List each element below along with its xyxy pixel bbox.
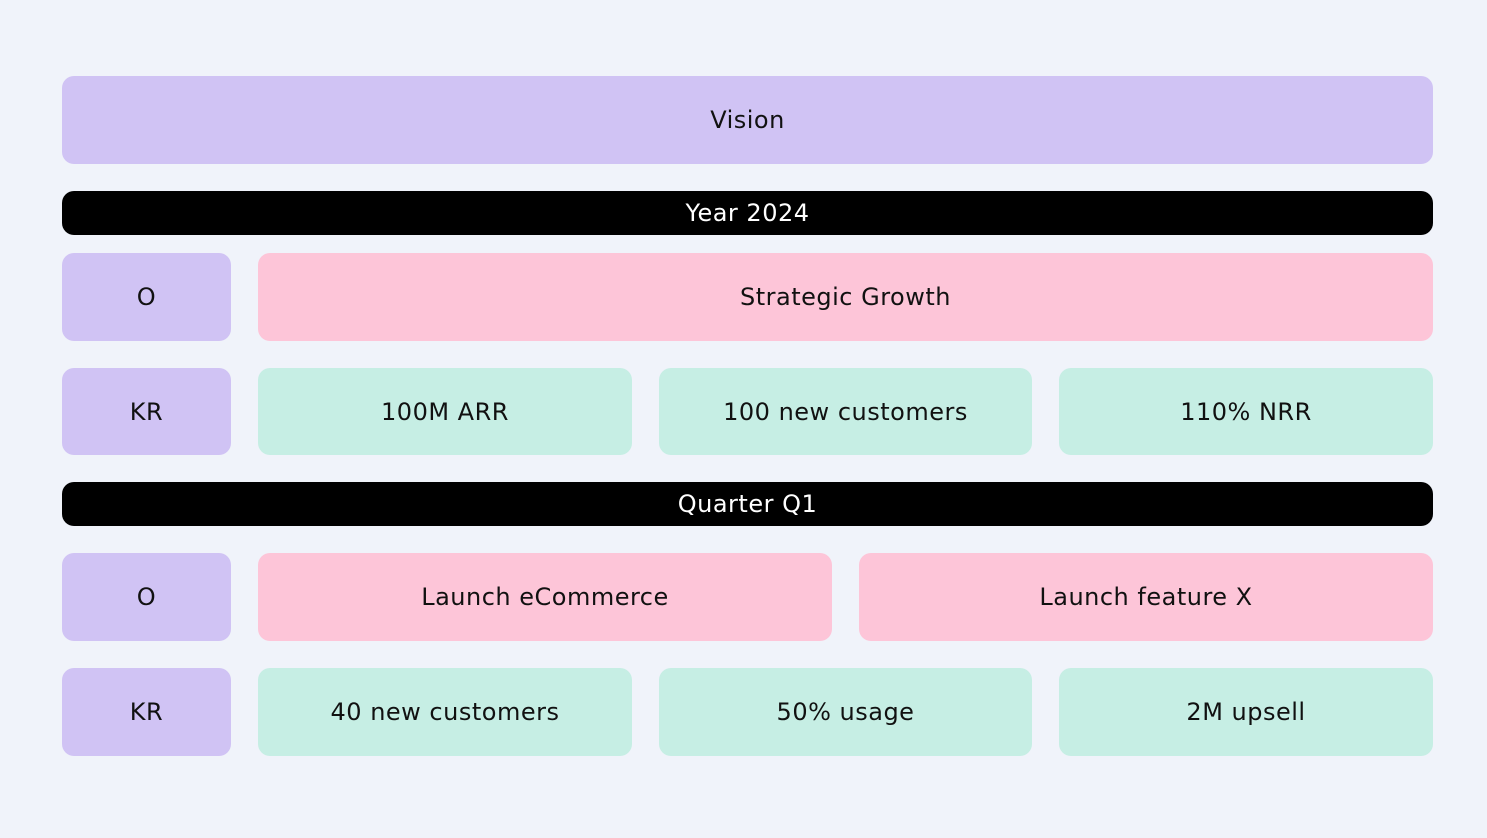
year-key-result: 100M ARR [258, 368, 632, 455]
quarter-key-result: 40 new customers [258, 668, 632, 756]
year-key-result-label: 110% NRR [1180, 397, 1312, 426]
year-objective: Strategic Growth [258, 253, 1433, 341]
year-objective-tag: O [62, 253, 231, 341]
vision-label: Vision [710, 106, 785, 134]
year-bar: Year 2024 [62, 191, 1433, 235]
quarter-key-result-label: 40 new customers [330, 698, 560, 726]
quarter-key-result-label: 50% usage [776, 698, 915, 726]
quarter-key-result-label: 2M upsell [1186, 698, 1306, 726]
year-kr-tag-label: KR [129, 397, 164, 426]
quarter-label: Quarter Q1 [677, 490, 818, 518]
year-key-result-label: 100 new customers [723, 397, 968, 426]
quarter-objective: Launch feature X [859, 553, 1433, 641]
quarter-objective-label: Launch eCommerce [421, 583, 669, 611]
year-objective-tag-label: O [136, 283, 157, 311]
quarter-kr-tag: KR [62, 668, 231, 756]
year-key-result-label: 100M ARR [381, 397, 509, 426]
quarter-key-result: 50% usage [659, 668, 1032, 756]
year-kr-tag: KR [62, 368, 231, 455]
quarter-bar: Quarter Q1 [62, 482, 1433, 526]
year-key-result: 110% NRR [1059, 368, 1433, 455]
year-label: Year 2024 [685, 199, 810, 227]
quarter-key-result: 2M upsell [1059, 668, 1433, 756]
vision-box: Vision [62, 76, 1433, 164]
year-objective-label: Strategic Growth [740, 283, 951, 311]
quarter-objective: Launch eCommerce [258, 553, 832, 641]
year-key-result: 100 new customers [659, 368, 1032, 455]
quarter-objective-tag-label: O [136, 583, 157, 611]
quarter-kr-tag-label: KR [129, 698, 164, 726]
quarter-objective-label: Launch feature X [1039, 583, 1253, 611]
quarter-objective-tag: O [62, 553, 231, 641]
